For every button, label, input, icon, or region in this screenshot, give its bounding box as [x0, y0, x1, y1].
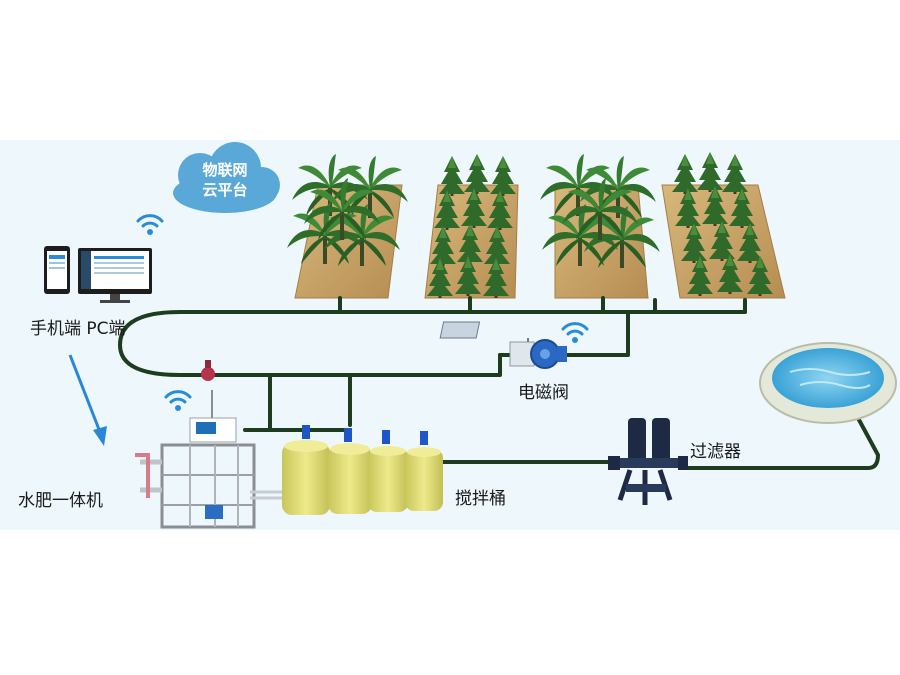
manual-valve-icon [201, 360, 215, 381]
arrow-icon [68, 354, 107, 446]
solenoid-valve-icon [439, 321, 567, 369]
field-4 [661, 152, 786, 299]
monitor-icon [78, 248, 152, 303]
pond-icon [759, 342, 897, 424]
field-3 [540, 154, 660, 299]
fertigation-machine-icon [135, 390, 256, 529]
tank-icon [368, 430, 408, 512]
wifi-icon [136, 214, 164, 237]
cloud-label-line2: 云平台 [202, 181, 248, 199]
wifi-icon [561, 322, 589, 345]
filter-icon [608, 418, 688, 505]
field-1 [287, 154, 408, 299]
filter-label: 过滤器 [690, 442, 741, 462]
tank-icon [328, 428, 372, 514]
valve-label: 电磁阀 [518, 383, 569, 403]
fertigation-label: 水肥一体机 [18, 491, 103, 511]
tank-icon [282, 425, 330, 515]
field-2 [424, 154, 519, 299]
cloud-label: 物联网 云平台 [190, 160, 260, 200]
phone-icon [44, 246, 70, 294]
terminals-label: 手机端 PC端 [30, 319, 126, 339]
cloud-icon [173, 142, 280, 213]
wifi-icon [164, 390, 192, 413]
tanks-label: 搅拌桶 [455, 489, 506, 509]
cloud-label-line1: 物联网 [202, 161, 248, 179]
tank-icon [405, 431, 443, 511]
